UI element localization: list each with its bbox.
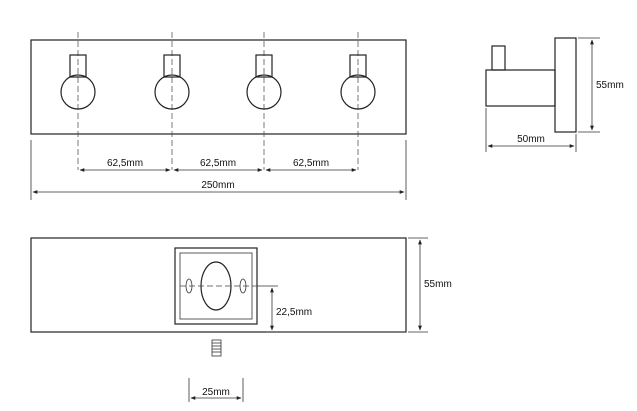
back-plate-outline (30, 237, 407, 333)
spacing-label-2: 62,5mm (200, 158, 236, 169)
hook-1 (60, 54, 96, 110)
front-plate-outline (30, 39, 407, 135)
hook-2 (154, 54, 190, 110)
screw-width-label: 25mm (202, 387, 230, 398)
total-width-label: 250mm (201, 180, 234, 191)
side-arm-outline (485, 69, 556, 107)
side-height-label: 55mm (596, 80, 624, 91)
offset-label: 22,5mm (276, 307, 312, 318)
front-view: 62,5mm 62,5mm 62,5mm 250mm (30, 32, 407, 200)
side-plate-outline (554, 37, 577, 133)
side-hook-tip (491, 45, 506, 71)
back-height-label: 55mm (424, 279, 452, 290)
hook-3 (246, 54, 282, 110)
side-depth-label: 50mm (517, 134, 545, 145)
spacing-label-3: 62,5mm (293, 158, 329, 169)
back-view: 22,5mm 55mm 25mm (30, 237, 452, 402)
spacing-label-1: 62,5mm (107, 158, 143, 169)
side-view: 55mm 50mm (485, 37, 624, 152)
hook-4 (340, 54, 376, 110)
screw (211, 339, 222, 357)
